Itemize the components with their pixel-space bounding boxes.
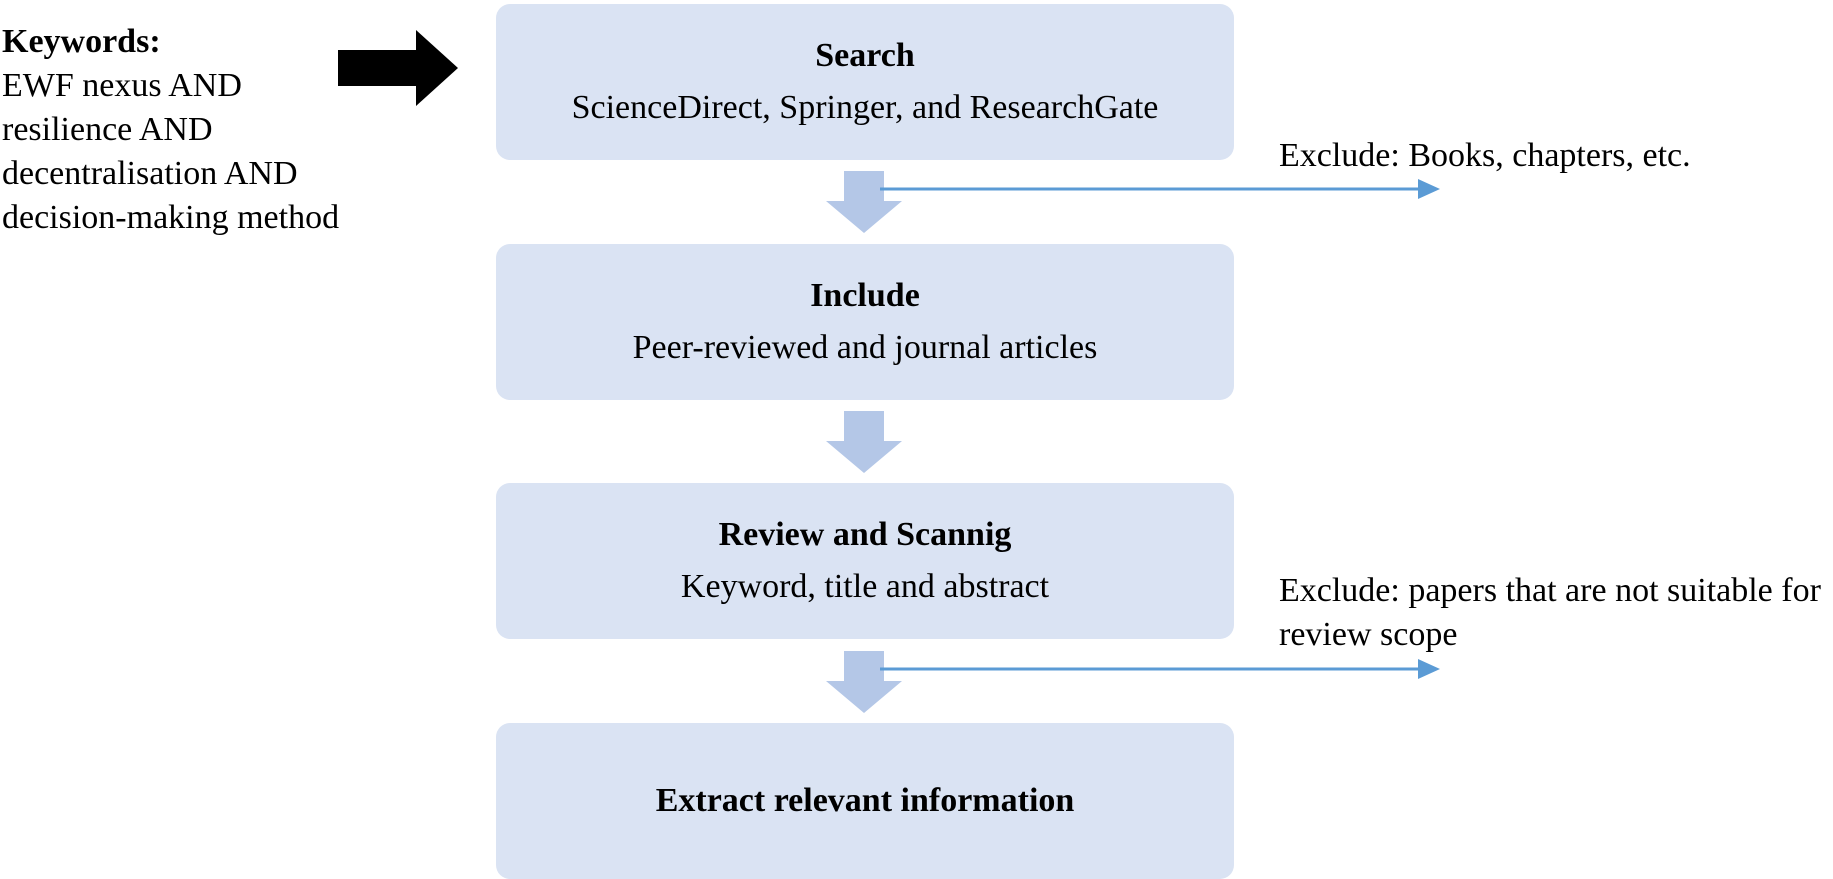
exclude-arrow-head	[1418, 179, 1440, 199]
step-include-title: Include	[810, 277, 920, 314]
step-include-subtitle: Peer-reviewed and journal articles	[632, 329, 1098, 366]
keyword-line: resilience AND	[2, 111, 213, 148]
keyword-line: EWF nexus AND	[2, 67, 242, 104]
keywords-heading: Keywords:	[2, 23, 161, 60]
exclude-arrow-1	[880, 179, 1440, 199]
keywords-block: Keywords: EWF nexus AND resilience AND d…	[2, 20, 339, 240]
step-extract-title: Extract relevant information	[655, 782, 1075, 819]
step-review-title: Review and Scannig	[718, 516, 1012, 553]
step-search-subtitle: ScienceDirect, Springer, and ResearchGat…	[571, 89, 1159, 126]
exclude-arrow-head	[1418, 659, 1440, 679]
exclude-label-2: Exclude: papers that are not suitable fo…	[1279, 572, 1821, 653]
step-include-box: Include Peer-reviewed and journal articl…	[496, 244, 1234, 400]
step-search-title: Search	[815, 37, 915, 74]
step-review-box: Review and Scannig Keyword, title and ab…	[496, 483, 1234, 639]
input-arrow	[338, 30, 458, 106]
down-arrow-shape	[826, 171, 902, 233]
exclude-label-1: Exclude: Books, chapters, etc.	[1279, 137, 1691, 174]
step-review-subtitle: Keyword, title and abstract	[680, 568, 1050, 605]
exclude-arrow-2	[880, 659, 1440, 679]
down-arrow-1	[826, 171, 902, 233]
down-arrow-shape	[826, 411, 902, 473]
step-extract-box: Extract relevant information	[496, 723, 1234, 879]
down-arrow-2	[826, 411, 902, 473]
down-arrow-3	[826, 651, 902, 713]
step-search-box: Search ScienceDirect, Springer, and Rese…	[496, 4, 1234, 160]
keyword-line: decision-making method	[2, 199, 340, 236]
keyword-line: decentralisation AND	[2, 155, 298, 192]
input-arrow-shape	[338, 30, 458, 106]
down-arrow-shape	[826, 651, 902, 713]
